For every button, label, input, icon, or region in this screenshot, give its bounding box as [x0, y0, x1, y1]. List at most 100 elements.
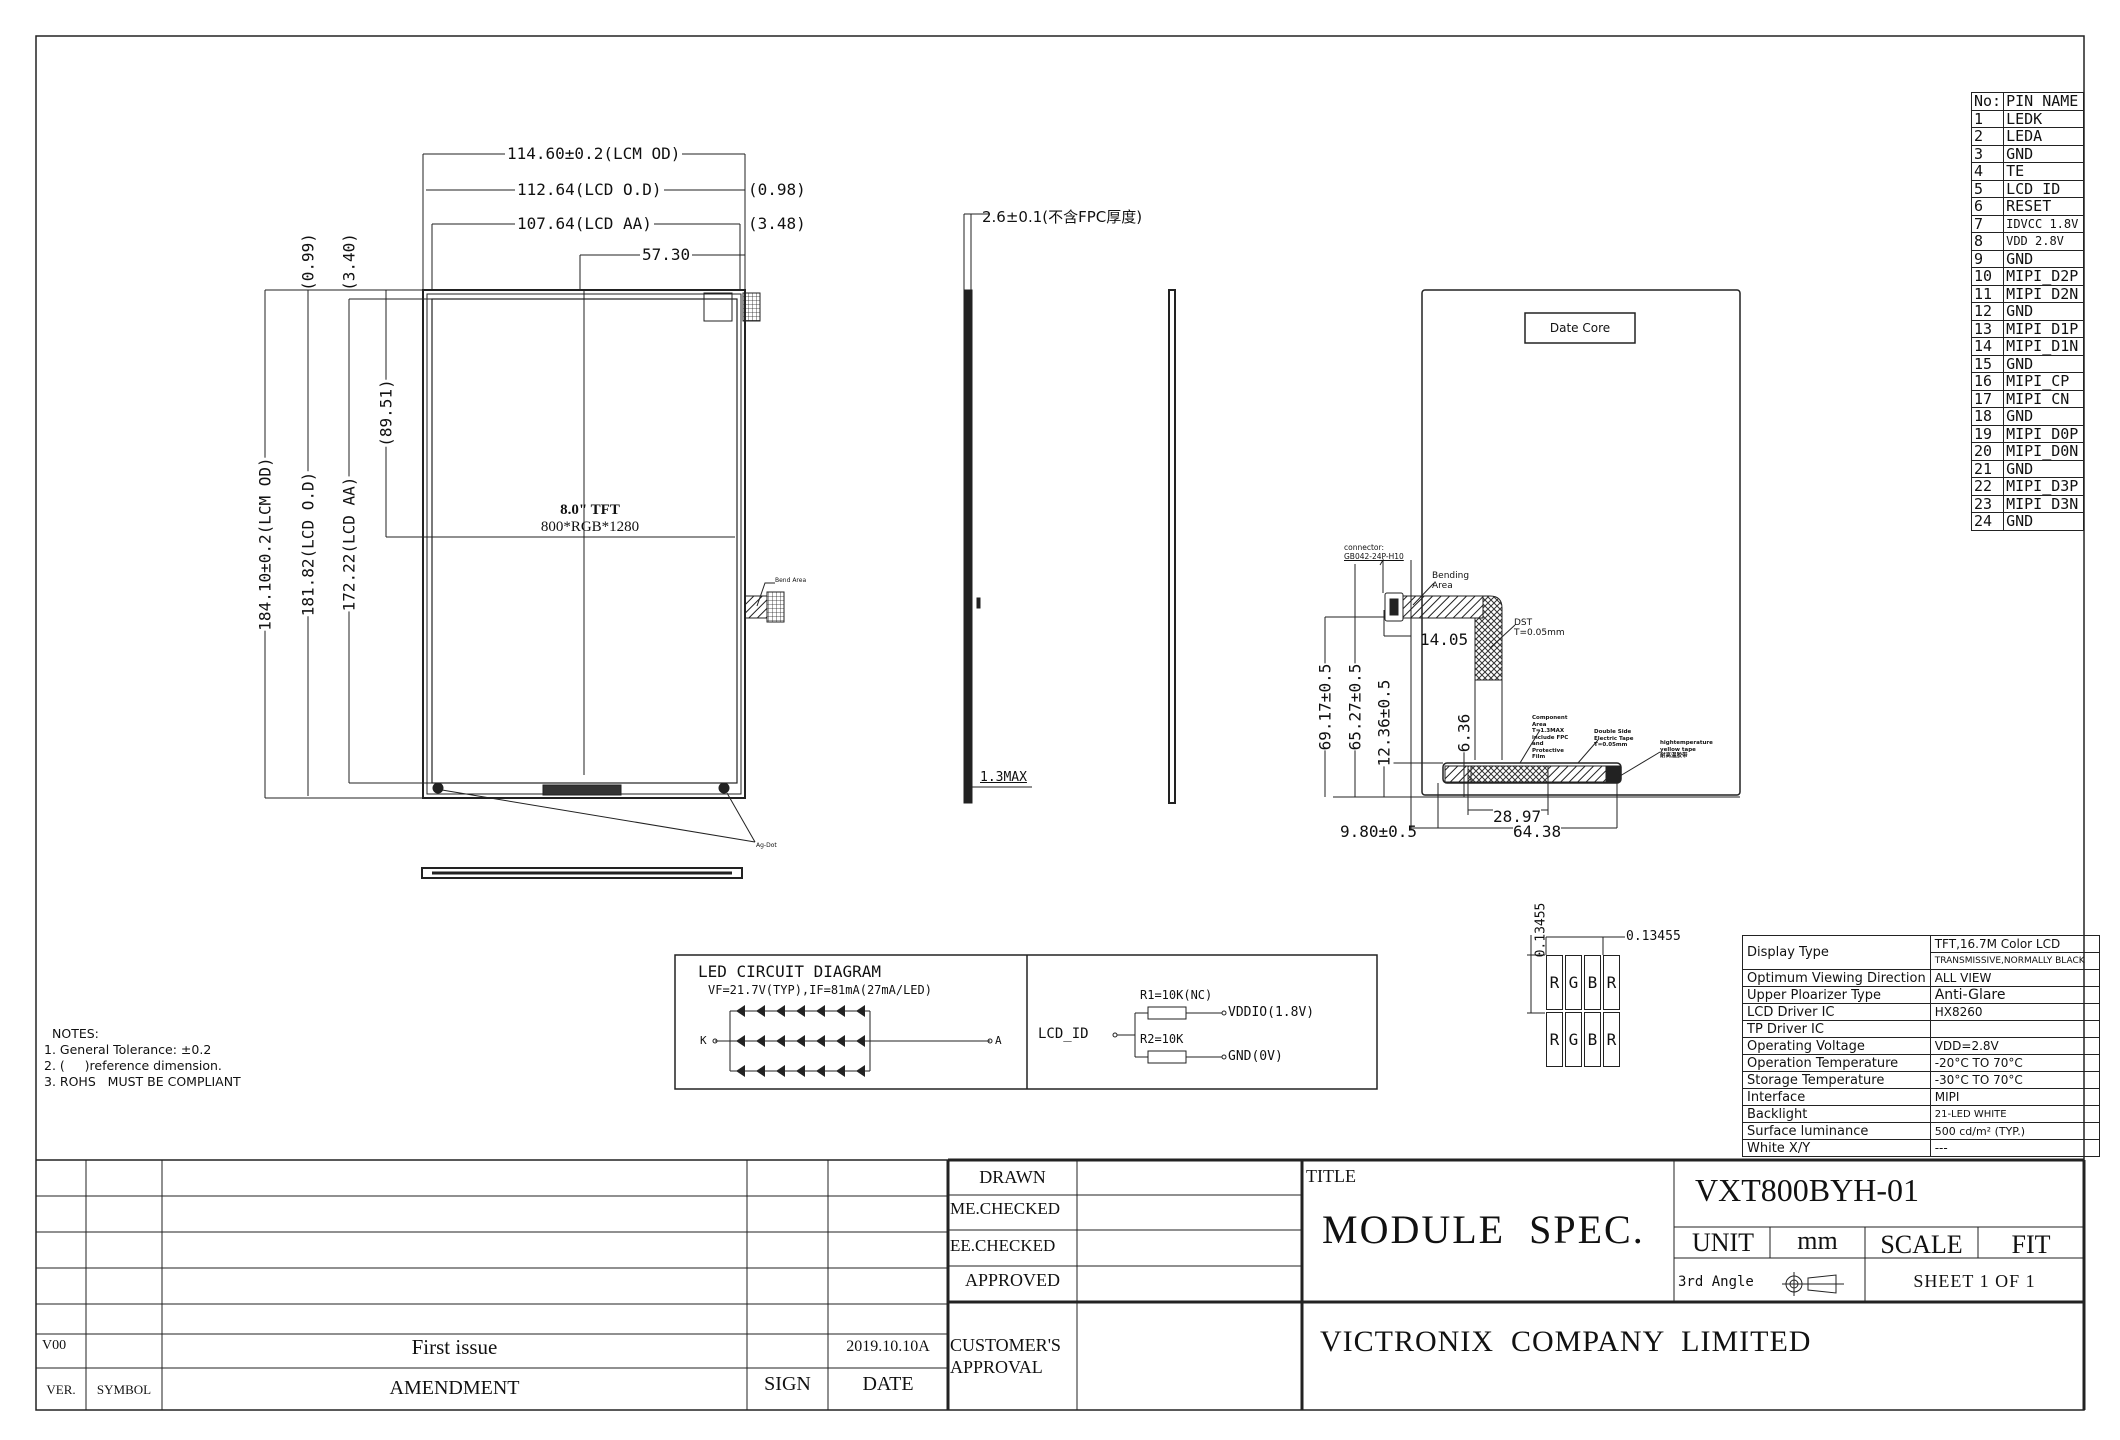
note-item: 1. General Tolerance: ±0.2	[44, 1042, 212, 1057]
pin-no: 10	[1970, 267, 2005, 286]
company-name: VICTRONIX COMPANY LIMITED	[1320, 1325, 1812, 1358]
r2-target: GND(0V)	[1228, 1049, 1283, 1064]
dim-ref-0-98: (0.98)	[748, 180, 806, 199]
pin-no: 5	[1970, 179, 2005, 198]
note-line: Double Side	[1594, 729, 1632, 735]
note-line: yellow tape	[1660, 746, 1696, 753]
pin-name: TE	[2003, 162, 2085, 181]
dim-ref-89-51: (89.51)	[376, 379, 396, 447]
subpixel-g: G	[1565, 955, 1582, 1010]
dim-lcd-aa-width: 107.64(LCD AA)	[515, 214, 654, 233]
connector-part: GB042-24P-H10	[1344, 552, 1404, 561]
note-line: 耐高温胶带	[1660, 753, 1688, 759]
pixel-grid: R G B R R G B R	[1546, 955, 1620, 1067]
approval-approved: APPROVED	[964, 1270, 1061, 1290]
pin-no: 18	[1970, 407, 2005, 426]
pin-no: 8	[1970, 232, 2005, 251]
dim-lcm-od-height: 184.10±0.2(LCM OD)	[255, 457, 275, 631]
note-line: and	[1532, 741, 1544, 747]
pin-no: 14	[1970, 337, 2005, 356]
spec-value: -20°C TO 70°C	[1929, 1054, 2100, 1072]
bending-area-label: Bending Area	[1432, 571, 1470, 591]
note-line: hightemperature	[1660, 740, 1713, 746]
dst-label: DST T=0.05mm	[1514, 618, 1565, 638]
pin-name: VDD 2.8V	[2003, 232, 2085, 251]
header-pin-name: PIN NAME	[2003, 92, 2085, 111]
pin-name: MIPI_D0P	[2003, 424, 2085, 443]
anode-label: A	[995, 1034, 1002, 1047]
cathode-label: K	[700, 1034, 707, 1047]
spec-value: VDD=2.8V	[1929, 1037, 2100, 1055]
note-line: Protective	[1532, 747, 1564, 754]
scale-value: FIT	[2011, 1230, 2051, 1259]
pin-name: MIPI_D0N	[2003, 442, 2085, 461]
spec-key: TP Driver IC	[1742, 1020, 1931, 1038]
unit-label: UNIT	[1691, 1228, 1755, 1257]
dim-12-36: 12.36±0.5	[1374, 679, 1394, 767]
pin-name: LEDA	[2003, 127, 2085, 146]
pin-no: 24	[1970, 512, 2005, 531]
back-view	[1324, 289, 1741, 830]
dim-ref-3-48: (3.48)	[748, 214, 806, 233]
drawing-title: MODULE SPEC.	[1322, 1207, 1645, 1252]
pin-no: 7	[1970, 214, 2005, 233]
sheet-number: SHEET 1 OF 1	[1913, 1271, 2036, 1291]
lcd-id-node: LCD_ID	[1038, 1026, 1089, 1042]
panel-title: 8.0" TFT	[560, 502, 620, 518]
note-line: Component	[1532, 715, 1568, 721]
component-area-note: Component Area T=1.3MAX include FPC and …	[1532, 715, 1568, 761]
table-row: Display Type TFT,16.7M Color LCD	[1742, 935, 2100, 970]
bend-area-label: Bend Area	[775, 577, 807, 584]
spec-key: Storage Temperature	[1742, 1071, 1931, 1089]
header-amendment: AMENDMENT	[389, 1377, 520, 1399]
component-max-dim: 1.3MAX	[980, 770, 1027, 785]
note-line: Film	[1532, 754, 1546, 760]
pin-no: 9	[1970, 249, 2005, 268]
part-number: VXT800BYH-01	[1695, 1172, 1919, 1208]
customer-approval-line2: APPROVAL	[950, 1357, 1043, 1377]
spec-value: TFT,16.7M Color LCD	[1929, 935, 2100, 953]
dim-lcm-od-width: 114.60±0.2(LCM OD)	[505, 144, 683, 163]
dim-lcd-od-width: 112.64(LCD O.D)	[515, 180, 664, 199]
ag-dot-label: Ag-Dot	[756, 842, 777, 849]
pin-name: MIPI_D3N	[2003, 494, 2085, 513]
dst-title: DST	[1514, 618, 1533, 628]
pin-name: MIPI_CN	[2003, 389, 2085, 408]
header-ver: VER.	[46, 1382, 76, 1397]
spec-key: White X/Y	[1742, 1139, 1931, 1157]
header-symbol: SYMBOL	[96, 1382, 152, 1397]
pin-name: GND	[2003, 407, 2085, 426]
spec-key: Optimum Viewing Direction	[1742, 969, 1931, 987]
pin-name: GND	[2003, 459, 2085, 478]
pin-no: 21	[1970, 459, 2005, 478]
dim-65-27: 65.27±0.5	[1345, 663, 1365, 751]
rev-amendment: First issue	[411, 1335, 498, 1359]
high-temp-tape-note: hightemperature yellow tape 耐高温胶带	[1660, 740, 1713, 760]
front-view	[264, 153, 785, 879]
pin-name: LCD_ID	[2003, 179, 2085, 198]
pin-no: 13	[1970, 319, 2005, 338]
spec-value: HX8260	[1929, 1003, 2100, 1021]
thickness-dim: 2.6±0.1(不含FPC厚度)	[982, 208, 1143, 226]
dim-9-80: 9.80±0.5	[1340, 822, 1418, 841]
note-item: 3. ROHS MUST BE COMPLIANT	[44, 1074, 241, 1089]
r1-target: VDDIO(1.8V)	[1228, 1005, 1315, 1020]
customer-approval: CUSTOMER'S APPROVAL	[950, 1334, 1061, 1378]
